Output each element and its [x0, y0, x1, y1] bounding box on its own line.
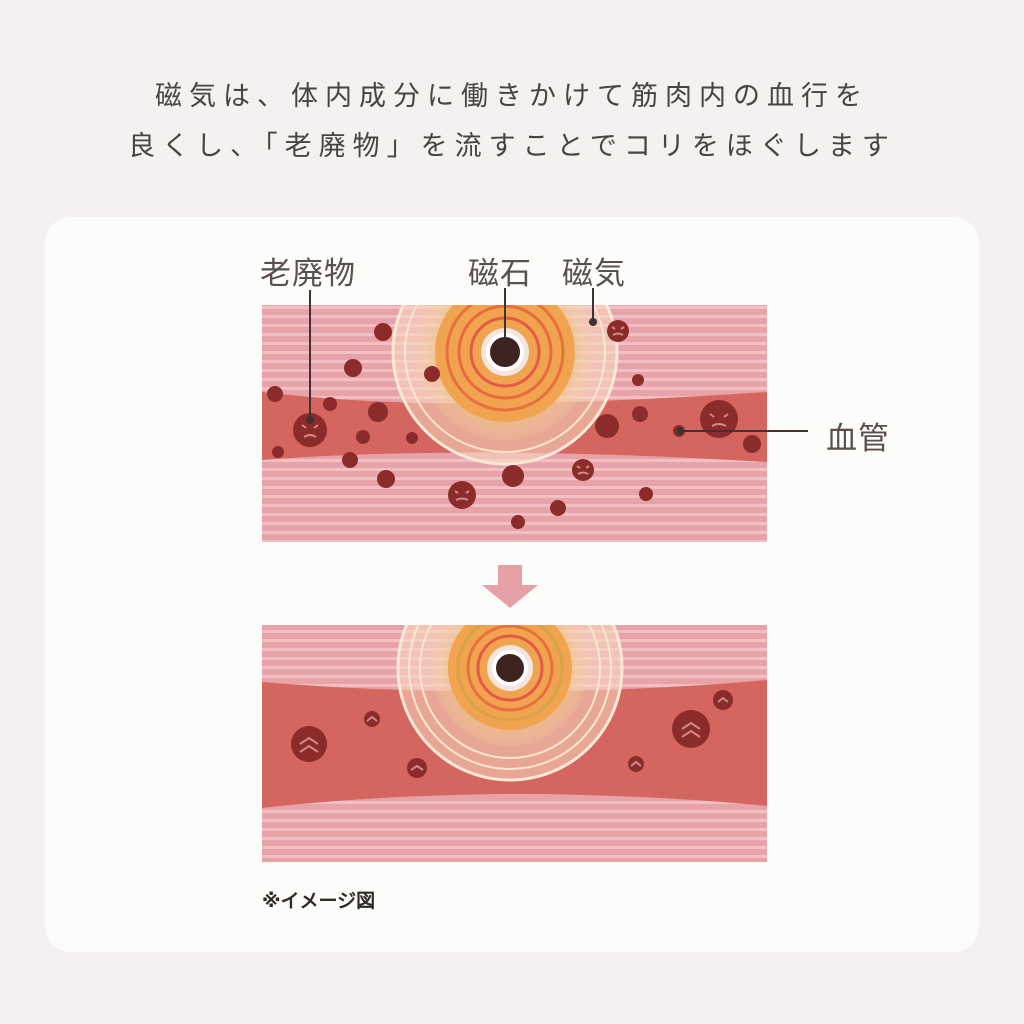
waste-particle-icon: [639, 487, 653, 501]
waste-particles: [291, 690, 733, 778]
magnetism-ring: [391, 305, 619, 466]
waste-particle-icon: [272, 446, 284, 458]
waste-particle-icon: [424, 366, 440, 382]
magnetism-ring: [445, 305, 565, 412]
waste-particle-icon: [377, 470, 395, 488]
waste-particle-icon: [407, 758, 427, 778]
waste-leader-dot: [306, 416, 314, 424]
magnetism-leader-dot: [589, 318, 597, 326]
waste-particle-icon: [550, 500, 566, 516]
waste-particle-icon: [374, 323, 392, 341]
label-magnetism: 磁気: [562, 256, 626, 292]
particle-faces: [301, 326, 729, 501]
waste-particle-icon: [632, 374, 644, 386]
label-blood-vessel: 血管: [826, 421, 890, 457]
headline-line-1: 磁気は、体内成分に働きかけて筋肉内の血行を: [155, 81, 869, 112]
waste-particle-icon: [293, 413, 327, 447]
waste-particle-icon: [502, 465, 524, 487]
magnetism-ring: [466, 625, 554, 712]
waste-particle-icon: [607, 320, 629, 342]
leader-lines: [306, 288, 808, 435]
magnetism-ring: [404, 305, 606, 453]
waste-particle-icon: [356, 430, 370, 444]
down-arrow-icon: [482, 565, 538, 608]
waste-particles: [267, 320, 761, 529]
waste-particle-icon: [672, 710, 710, 748]
waste-particle-icon: [368, 402, 388, 422]
waste-particle-icon: [291, 726, 327, 762]
magnetism-ring: [408, 625, 612, 770]
waste-particle-icon: [713, 690, 733, 710]
label-waste: 老廃物: [260, 256, 356, 292]
image-note: ※イメージ図: [262, 890, 376, 912]
waste-particle-icon: [267, 386, 283, 402]
waste-particle-icon: [511, 515, 525, 529]
waste-particle-icon: [700, 400, 738, 438]
magnetism-ring: [476, 634, 544, 702]
waste-particle-icon: [632, 406, 648, 422]
magnetism-ring: [456, 625, 564, 722]
headline: 磁気は、体内成分に働きかけて筋肉内の血行を 良くし、「老廃物」を流すことでコリを…: [0, 72, 1024, 172]
magnet-icon: [486, 333, 524, 371]
waste-particle-icon: [743, 435, 761, 453]
waste-particle-icon: [406, 432, 418, 444]
waste-particle-icon: [572, 459, 594, 481]
before-panel: [262, 305, 767, 542]
after-panel: [262, 625, 767, 862]
waste-particle-icon: [323, 397, 337, 411]
waste-particle-icon: [628, 756, 644, 772]
headline-line-2: 良くし、「老廃物」を流すことでコリをほぐします: [128, 131, 896, 162]
waste-particle-icon: [448, 481, 476, 509]
waste-particle-icon: [344, 359, 362, 377]
waste-particle-icon: [595, 414, 619, 438]
waste-particle-icon: [364, 711, 380, 727]
magnet-icon: [492, 650, 528, 686]
waste-particle-icon: [342, 452, 358, 468]
particle-faces: [299, 696, 729, 771]
label-magnet: 磁石: [468, 256, 532, 292]
vessel-leader-dot: [676, 427, 684, 435]
magnetism-ring: [396, 625, 624, 782]
magnetism-ring: [419, 625, 601, 759]
